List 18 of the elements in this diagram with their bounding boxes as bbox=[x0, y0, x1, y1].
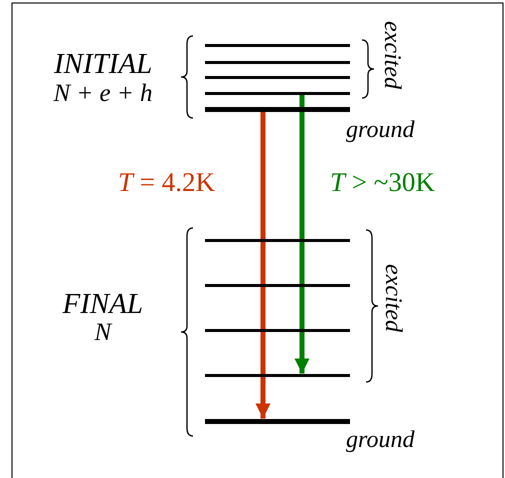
text-label: FINAL bbox=[62, 290, 144, 319]
arrow bbox=[256, 112, 270, 418]
energy-level-line bbox=[205, 238, 350, 242]
text-label: excited bbox=[380, 21, 404, 89]
energy-level-line bbox=[205, 284, 350, 286]
energy-level-line bbox=[205, 60, 350, 64]
text-label: INITIAL bbox=[54, 50, 152, 79]
text-label: N + e + h bbox=[54, 81, 153, 106]
energy-level-line bbox=[205, 76, 350, 78]
energy-level-line bbox=[205, 44, 350, 46]
energy-level-line bbox=[205, 328, 350, 332]
energy-level-line bbox=[205, 92, 350, 94]
text-label: N bbox=[94, 320, 112, 345]
text-label: excited bbox=[380, 264, 405, 332]
arrow bbox=[294, 94, 310, 374]
text-label: ground bbox=[346, 118, 414, 142]
text-label: ground bbox=[346, 428, 414, 452]
energy-level-line bbox=[205, 374, 350, 376]
